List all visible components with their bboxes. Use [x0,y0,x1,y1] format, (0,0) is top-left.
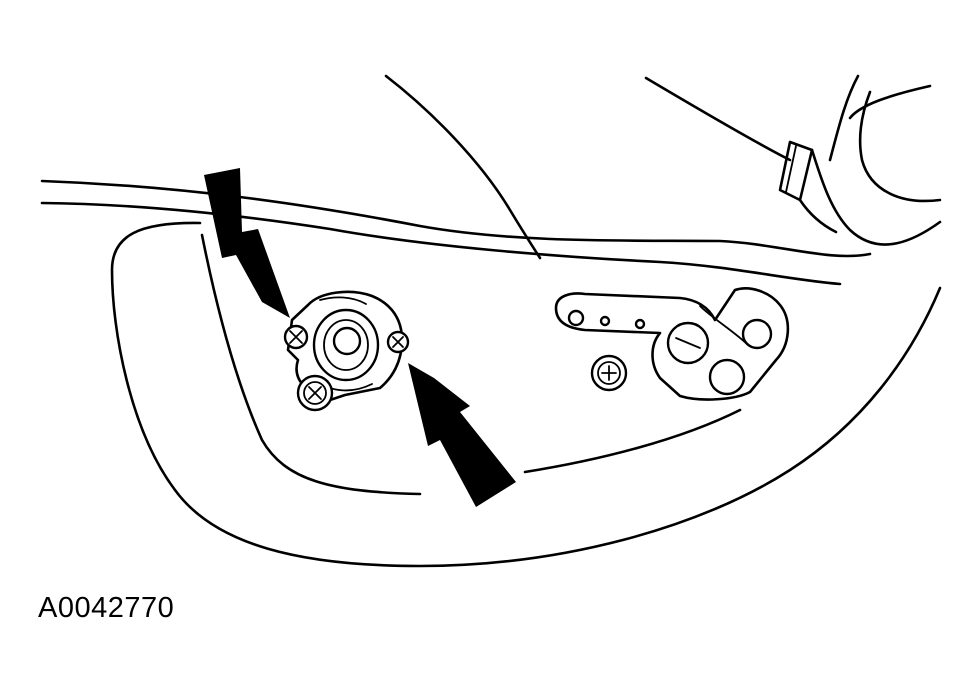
phillips-screw-icon [590,354,628,392]
phillips-screw-icon [386,330,410,354]
linkage-bracket [554,287,790,401]
arrow-down-right-icon [204,168,290,318]
figure-id-label: A0042770 [38,592,175,624]
pivot-mount [286,290,404,402]
phillips-screw-icon [296,374,334,412]
phillips-screw-icon [283,324,309,350]
arrow-up-left-icon [408,363,516,507]
panel-recess-outline [110,221,942,568]
upper-right-bracket [778,74,942,246]
upper-trim-lines [40,74,932,286]
